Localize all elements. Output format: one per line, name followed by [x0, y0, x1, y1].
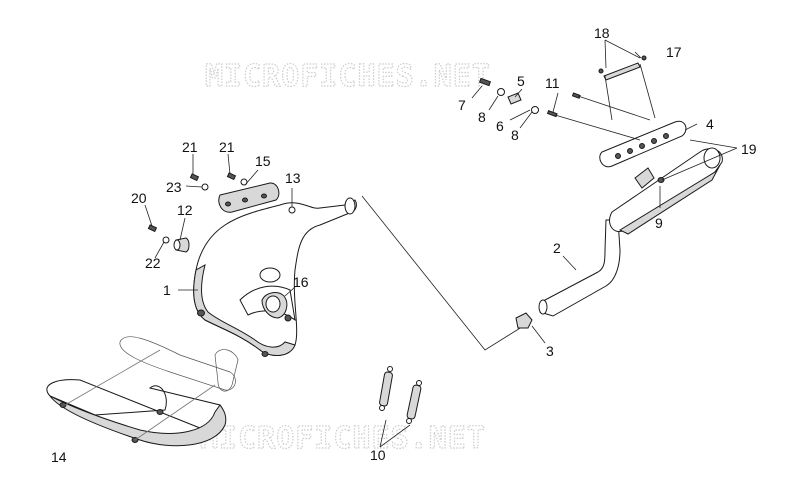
- callout-21-right: 21: [219, 139, 235, 155]
- callout-2: 2: [553, 240, 561, 256]
- callout-21-left: 21: [182, 139, 198, 155]
- watermark-top: MICROFICHES.NET: [205, 59, 491, 94]
- exhaust-springs-part: [379, 366, 422, 424]
- callout-labels: 1 2 3 4 5 6 7 8 8 9 10 11 12 13 14 15 16…: [51, 25, 757, 465]
- callout-14: 14: [51, 449, 67, 465]
- pipe-nut-part: [515, 312, 533, 329]
- callout-4: 4: [706, 116, 714, 132]
- callout-16: 16: [293, 274, 309, 290]
- callout-22: 22: [145, 255, 161, 271]
- watermark-bottom: MICROFICHES.NET: [200, 421, 486, 456]
- callout-18: 18: [594, 25, 610, 41]
- silencer-bracket-part: [599, 120, 687, 168]
- bracket-fasteners: [147, 172, 296, 253]
- callout-9: 9: [655, 215, 663, 231]
- silencer-fasteners: [478, 63, 656, 141]
- heat-shield-part: [46, 379, 227, 447]
- callout-20: 20: [131, 190, 147, 206]
- callout-1: 1: [163, 282, 171, 298]
- mount-bracket-part: [218, 182, 280, 213]
- callout-3: 3: [546, 343, 554, 359]
- callout-10: 10: [370, 447, 386, 463]
- callout-13: 13: [285, 170, 301, 186]
- callout-8-lower: 8: [511, 127, 519, 143]
- callout-15: 15: [255, 153, 271, 169]
- callout-7: 7: [458, 97, 466, 113]
- callout-8-upper: 8: [478, 109, 486, 125]
- callout-5: 5: [517, 73, 525, 89]
- shield-bracket-outline: [64, 336, 239, 441]
- silencer-part: [538, 147, 723, 317]
- callout-17: 17: [666, 44, 682, 60]
- manifold-flange-part: [261, 292, 292, 322]
- expansion-chamber-part: [193, 197, 357, 357]
- callout-23: 23: [166, 179, 182, 195]
- callout-12: 12: [177, 202, 193, 218]
- callout-11: 11: [545, 75, 560, 91]
- leader-lines: [144, 39, 738, 448]
- callout-6: 6: [496, 118, 504, 134]
- pipe-connection-line: [361, 195, 526, 351]
- callout-19: 19: [741, 141, 757, 157]
